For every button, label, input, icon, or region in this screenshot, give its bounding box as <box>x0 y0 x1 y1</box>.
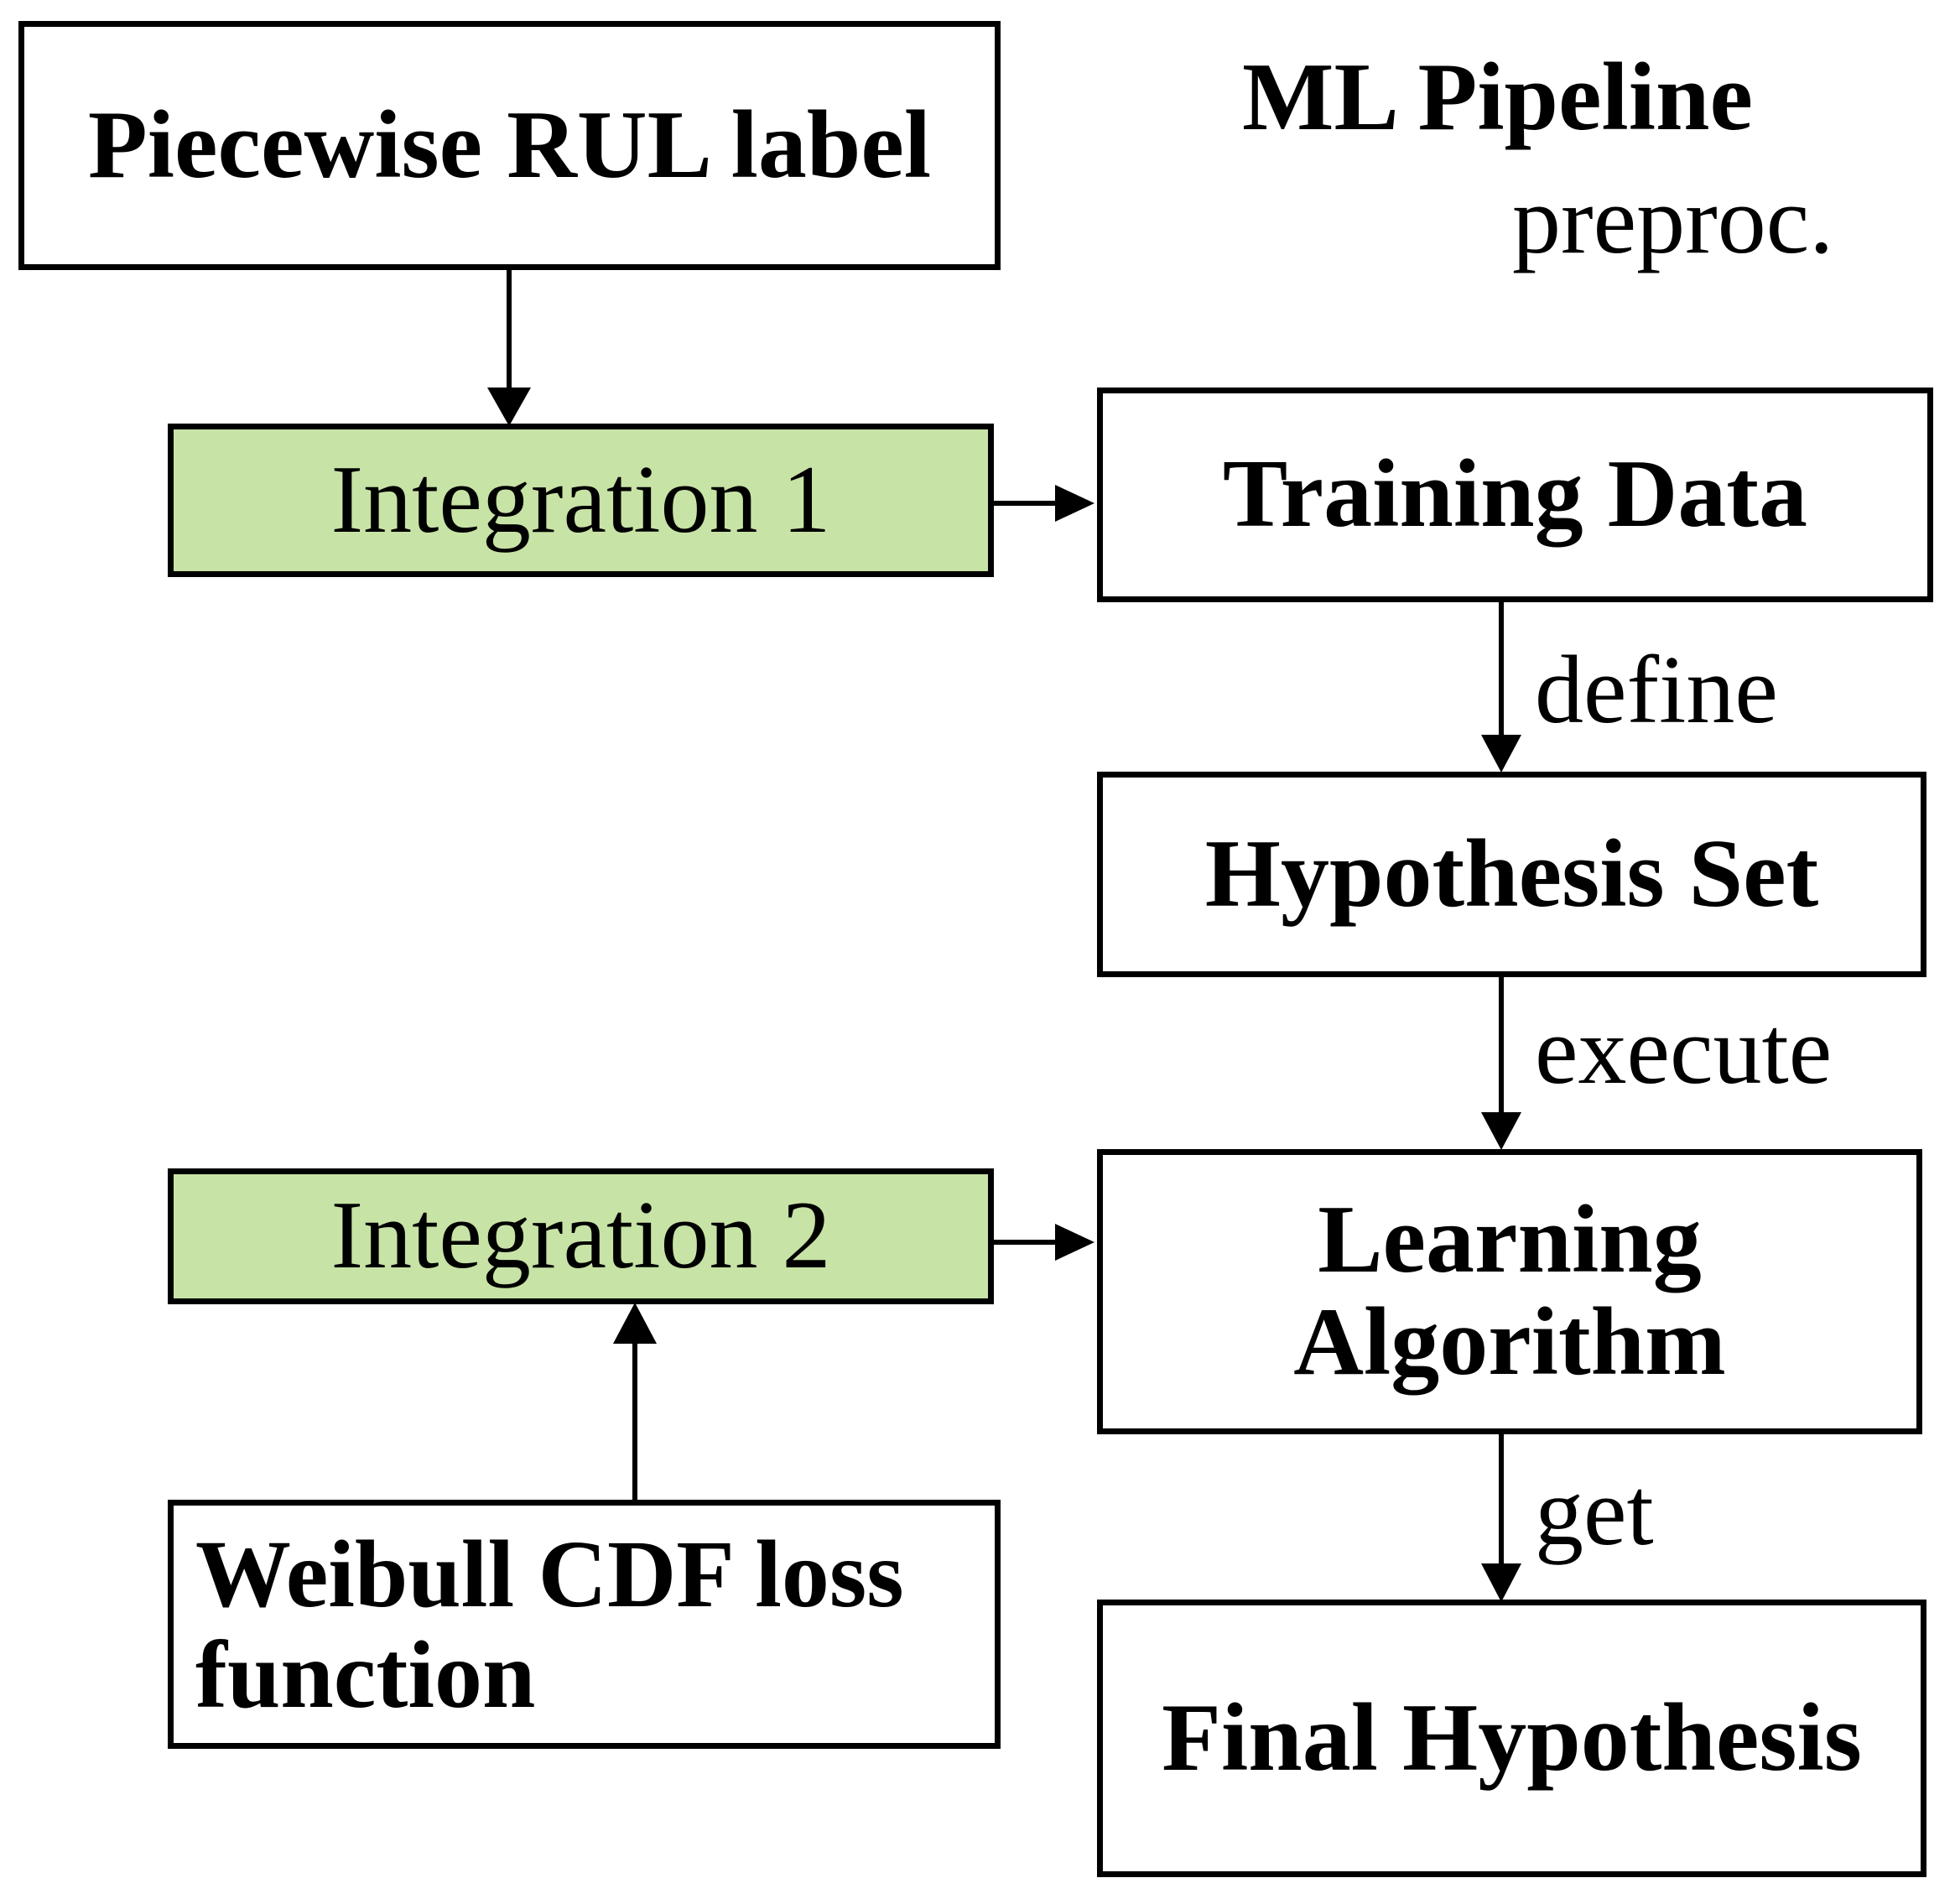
node-final-hypothesis[interactable]: Final Hypothesis <box>1097 1600 1926 1877</box>
node-label-learning-algorithm: Learning Algorithm <box>1293 1186 1726 1396</box>
edge-training-data-to-hypothesis-set <box>1481 602 1521 773</box>
node-integration-1[interactable]: Integration 1 <box>168 424 994 577</box>
node-label-integration-1: Integration 1 <box>330 445 831 554</box>
node-integration-2[interactable]: Integration 2 <box>168 1168 994 1304</box>
node-label-integration-2: Integration 2 <box>330 1182 831 1290</box>
diagram-title: ML Pipeline <box>1242 44 1753 151</box>
edge-weibull-to-integration2 <box>613 1303 657 1500</box>
edge-label-execute: execute <box>1535 997 1833 1105</box>
edge-label-preproc: preproc. <box>1512 167 1834 274</box>
edge-hypothesis-set-to-learning-algorithm <box>1481 977 1521 1150</box>
node-hypothesis-set[interactable]: Hypothesis Set <box>1097 772 1926 977</box>
node-label-weibull: Weibull CDF loss function <box>195 1520 904 1728</box>
edge-integration2-to-learning-algorithm <box>994 1224 1094 1261</box>
edge-learning-algorithm-to-final-hypothesis <box>1481 1434 1521 1602</box>
node-label-piecewise: Piecewise RUL label <box>87 91 932 199</box>
node-label-training-data: Training Data <box>1222 440 1808 549</box>
edge-label-define: define <box>1535 637 1778 744</box>
edge-label-get: get <box>1535 1459 1654 1566</box>
node-training-data[interactable]: Training Data <box>1097 388 1933 602</box>
node-label-final-hypothesis: Final Hypothesis <box>1162 1683 1862 1792</box>
edge-integration1-to-training-data <box>994 485 1094 522</box>
node-weibull-cdf-loss-function[interactable]: Weibull CDF loss function <box>168 1500 1001 1749</box>
node-piecewise-rul-label[interactable]: Piecewise RUL label <box>18 21 1001 270</box>
edge-piecewise-to-integration1 <box>487 270 531 426</box>
node-label-hypothesis-set: Hypothesis Set <box>1204 819 1819 928</box>
node-learning-algorithm[interactable]: Learning Algorithm <box>1097 1149 1922 1434</box>
